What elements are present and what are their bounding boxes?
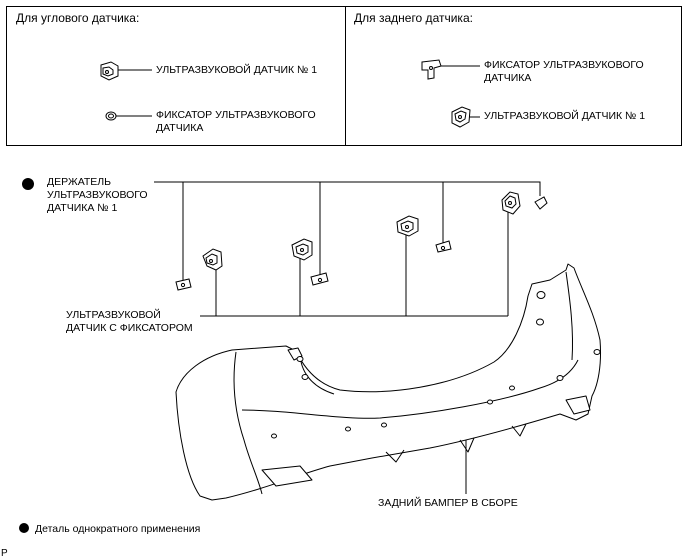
corner-retainer-label-line2: ДАТЧИКА — [156, 122, 204, 134]
single-use-dot — [22, 178, 34, 190]
corner-sensor-icon — [100, 61, 119, 81]
holder-label-line3: ДАТЧИКА № 1 — [47, 202, 118, 214]
bumper-sensor-holes — [271, 291, 601, 439]
corner-retainer-label-line1: ФИКСАТОР УЛЬТРАЗВУКОВОГО — [156, 109, 316, 121]
rear-retainer-icon — [421, 59, 442, 80]
rear-retainer-label-line2: ДАТЧИКА — [484, 72, 532, 84]
rear-sensor-icon — [451, 106, 471, 128]
corner-retainer-icon — [105, 111, 117, 121]
corner-mark: P — [1, 548, 8, 559]
holder-label-line1: ДЕРЖАТЕЛЬ — [47, 176, 112, 188]
rear-bumper-assembly — [175, 263, 601, 501]
sensor-with-retainer-label-line2: ДАТЧИК С ФИКСАТОРОМ — [66, 322, 193, 334]
exploded-parts — [175, 191, 548, 291]
sensor-with-retainer-icon-3 — [396, 215, 419, 237]
bumper-label: ЗАДНИЙ БАМПЕР В СБОРЕ — [378, 497, 518, 509]
sensor-with-retainer-icon-1 — [202, 248, 223, 271]
rear-sensor-label: УЛЬТРАЗВУКОВОЙ ДАТЧИК № 1 — [484, 110, 646, 122]
sensor-with-retainer-icon-4 — [501, 191, 521, 215]
footnote-dot — [19, 523, 29, 533]
corner-sensor-label: УЛЬТРАЗВУКОВОЙ ДАТЧИК № 1 — [156, 64, 318, 76]
holder-callout-line — [154, 181, 541, 196]
rear-retainer-label-line1: ФИКСАТОР УЛЬТРАЗВУКОВОГО — [484, 59, 644, 71]
footnote-text: Деталь однократного применения — [35, 523, 201, 535]
corner-sensor-title: Для углового датчика: — [16, 11, 140, 25]
legend-divider — [345, 6, 346, 146]
holder-icon-4 — [534, 196, 548, 210]
sensor-with-retainer-label-line1: УЛЬТРАЗВУКОВОЙ — [66, 309, 161, 321]
sensor-with-retainer-icon-2 — [291, 238, 313, 261]
holder-label-line2: УЛЬТРАЗВУКОВОГО — [47, 189, 148, 201]
legend-box — [6, 6, 682, 146]
rear-sensor-title: Для заднего датчика: — [354, 11, 473, 25]
legend-icons — [100, 59, 471, 128]
